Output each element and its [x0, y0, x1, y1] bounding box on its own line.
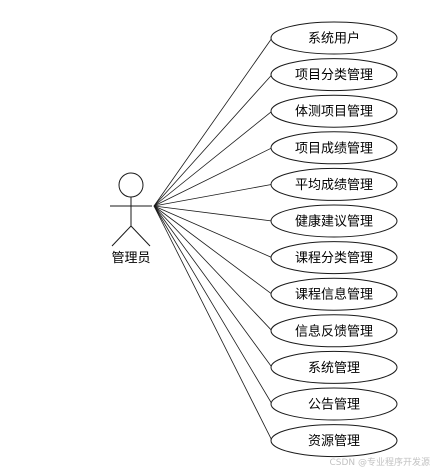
use-case-ellipse: [270, 314, 398, 348]
association-line: [153, 205, 273, 332]
use-case-ellipse: [270, 350, 398, 384]
use-case: 项目分类管理: [270, 58, 398, 92]
actor-left-leg: [111, 225, 132, 247]
use-case-label: 项目分类管理: [295, 68, 373, 83]
use-case: 公告管理: [270, 387, 398, 421]
actor-right-leg: [130, 225, 151, 247]
use-case-label: 课程信息管理: [295, 287, 373, 303]
use-case-label: 健康建议管理: [295, 214, 373, 230]
use-case-label: 系统管理: [308, 361, 360, 376]
use-case-ellipse: [270, 241, 398, 275]
association-line: [153, 205, 273, 441]
use-case-label: 体测项目管理: [295, 105, 373, 120]
association-line: [153, 37, 273, 207]
use-case-ellipse: [270, 167, 398, 201]
association-line: [153, 205, 273, 368]
use-case-label: 资源管理: [308, 434, 360, 449]
use-case: 资源管理: [270, 424, 398, 458]
use-case-label: 公告管理: [308, 398, 360, 413]
actor-head: [118, 172, 144, 198]
use-case: 系统用户: [270, 21, 398, 55]
association-line: [153, 147, 273, 207]
use-case: 课程分类管理: [270, 241, 398, 275]
use-case-label: 项目成绩管理: [295, 141, 373, 156]
association-lines: [153, 37, 273, 441]
association-line: [153, 205, 273, 258]
use-case: 体测项目管理: [270, 94, 398, 128]
use-case: 平均成绩管理: [270, 167, 398, 201]
actor-label: 管理员: [111, 251, 150, 266]
association-line: [153, 74, 273, 207]
use-case-ellipse: [270, 58, 398, 92]
use-case-ellipse: [270, 21, 398, 55]
use-case-ellipse: [270, 94, 398, 128]
use-case-ellipse: [270, 277, 398, 311]
association-line: [153, 110, 273, 207]
association-line: [153, 205, 273, 295]
actor-figure: 管理员: [110, 172, 152, 266]
use-case-ellipse: [270, 387, 398, 421]
use-case: 系统管理: [270, 350, 398, 384]
association-line: [153, 205, 273, 405]
use-case: 健康建议管理: [270, 204, 398, 238]
use-case-ellipse: [270, 131, 398, 165]
use-case: 信息反馈管理: [270, 314, 398, 348]
watermark-text: CSDN @专业程序开发源: [329, 456, 430, 468]
association-line: [153, 184, 273, 207]
use-case: 项目成绩管理: [270, 131, 398, 165]
use-case-ellipse: [270, 204, 398, 238]
use-case-list: 系统用户项目分类管理体测项目管理项目成绩管理平均成绩管理健康建议管理课程分类管理…: [270, 21, 398, 458]
use-case-label: 课程分类管理: [295, 251, 373, 266]
association-line: [153, 205, 273, 222]
use-case: 课程信息管理: [270, 277, 398, 311]
use-case-label: 系统用户: [308, 31, 360, 47]
use-case-label: 信息反馈管理: [295, 323, 373, 339]
use-case-label: 平均成绩管理: [295, 178, 373, 193]
use-case-ellipse: [270, 424, 398, 458]
